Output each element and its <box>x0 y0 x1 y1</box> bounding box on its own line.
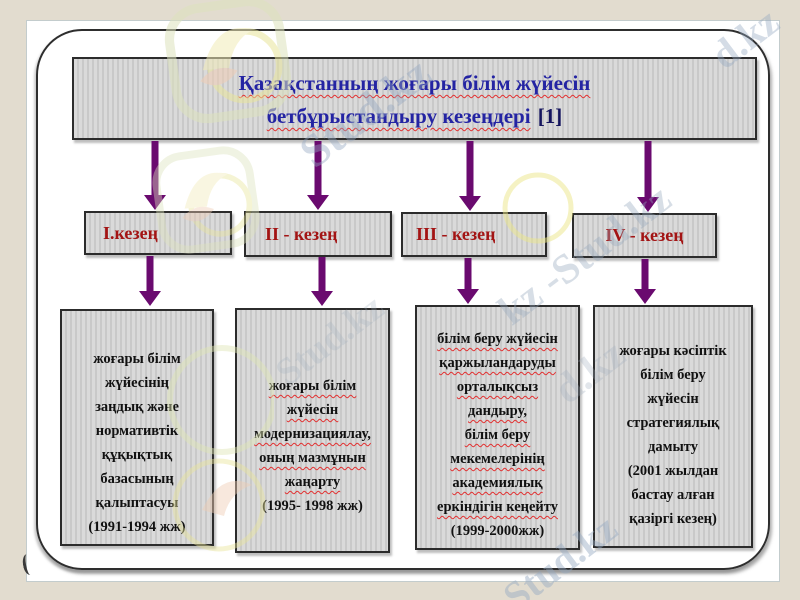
arrow-title-to-stage-3 <box>459 141 481 211</box>
arrow-stage-3-to-desc <box>457 258 479 304</box>
description-line: базасының <box>100 471 174 487</box>
stage-label-1: I.кезең <box>103 222 159 243</box>
description-line: мекемелерінің <box>450 451 545 467</box>
title-reference: [1] <box>537 104 563 128</box>
arrow-head-icon <box>311 291 333 306</box>
arrow-head-icon <box>307 195 329 210</box>
title-text-line2: бетбұрыстандыру кезеңдері <box>266 104 531 128</box>
arrow-shaft <box>466 141 474 197</box>
rounded-border-frame <box>36 29 770 570</box>
arrow-shaft <box>644 141 652 198</box>
arrow-shaft <box>318 257 326 292</box>
description-box-4: жоғары кәсіптік білім беру жүйесін стратеги… <box>593 305 753 548</box>
arrow-head-icon <box>144 195 166 210</box>
arrow-title-to-stage-1 <box>144 141 166 210</box>
description-line: қазіргі кезең) <box>629 511 717 527</box>
stage-box-2: II - кезең <box>244 211 392 257</box>
title-text-line1: Қазақстанның жоғары білім жүйесін <box>238 71 591 95</box>
description-line: жаңарту <box>284 474 341 490</box>
description-line: жүйесінің <box>105 375 169 391</box>
description-line: бастау алған <box>631 487 715 503</box>
description-line: қалыптасуы <box>95 495 179 511</box>
description-line: жоғары білім <box>268 378 357 394</box>
arrow-title-to-stage-2 <box>307 141 329 210</box>
stage-label-3: III - кезең <box>416 224 496 244</box>
stage-box-3: III - кезең <box>401 212 547 257</box>
stage-label-2: II - кезең <box>265 223 338 244</box>
description-line: құқықтық <box>101 447 173 463</box>
description-line: жүйесін <box>647 391 699 407</box>
arrow-shaft <box>641 259 649 290</box>
description-line: модернизациялау, <box>254 426 371 442</box>
description-box-2: жоғары білім жүйесін модернизациялау, оның … <box>235 308 390 553</box>
description-line: қаржыландаруды <box>439 355 556 371</box>
arrow-shaft <box>146 256 154 292</box>
title-line-2: бетбұрыстандыру кезеңдері [1] <box>74 100 755 133</box>
description-line: академиялық <box>452 475 543 491</box>
description-line: жоғары білім <box>93 351 181 367</box>
arrow-head-icon <box>457 289 479 304</box>
description-line: заңдық және <box>95 399 179 415</box>
arrow-stage-4-to-desc <box>634 259 656 304</box>
description-line: нормативтік <box>95 423 179 439</box>
description-box-3: білім беру жүйесін қаржыландаруды орталықс… <box>415 305 580 550</box>
arrow-stage-1-to-desc <box>139 256 161 306</box>
arrow-shaft <box>314 141 322 196</box>
arrow-shaft <box>151 141 159 196</box>
title-line-1: Қазақстанның жоғары білім жүйесін <box>74 67 755 100</box>
arrow-head-icon <box>637 197 659 212</box>
description-line: (1995- 1998 жж) <box>262 498 363 514</box>
description-box-1: жоғары білім жүйесінің заңдық және норматив… <box>60 309 214 546</box>
title-box: Қазақстанның жоғары білім жүйесін бетбұр… <box>72 57 757 140</box>
description-line: орталықсыз <box>456 379 539 395</box>
stage-box-4: IV - кезең <box>572 213 717 258</box>
description-line: жоғары кәсіптік <box>619 343 727 359</box>
description-line: дамыту <box>648 439 698 455</box>
arrow-shaft <box>464 258 472 290</box>
stage-label-4: IV - кезең <box>605 225 684 245</box>
description-line: білім беру <box>464 427 531 443</box>
description-line: (1999-2000жж) <box>450 523 545 539</box>
description-line: стратегиялық <box>626 415 720 431</box>
description-line: оның мазмұнын <box>259 450 366 466</box>
arrow-head-icon <box>459 196 481 211</box>
description-line: дандыру, <box>468 403 527 419</box>
arrow-head-icon <box>634 289 656 304</box>
description-line: жүйесін <box>286 402 339 418</box>
arrow-head-icon <box>139 291 161 306</box>
arrow-title-to-stage-4 <box>637 141 659 212</box>
stage-box-1: I.кезең <box>84 211 232 255</box>
description-line: (1991-1994 жж) <box>88 519 186 535</box>
description-line: (2001 жылдан <box>627 463 719 479</box>
description-line: білім беру <box>640 367 706 383</box>
description-line: білім беру жүйесін <box>437 331 558 347</box>
description-line: еркіндігін кеңейту <box>437 499 558 515</box>
arrow-stage-2-to-desc <box>311 257 333 306</box>
